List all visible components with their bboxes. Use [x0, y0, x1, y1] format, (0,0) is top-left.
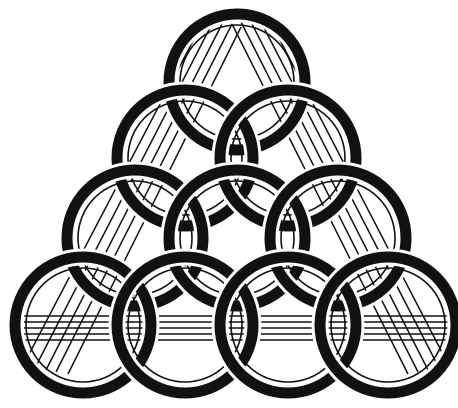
- interlocking-rings-triangle-figure: [0, 0, 458, 408]
